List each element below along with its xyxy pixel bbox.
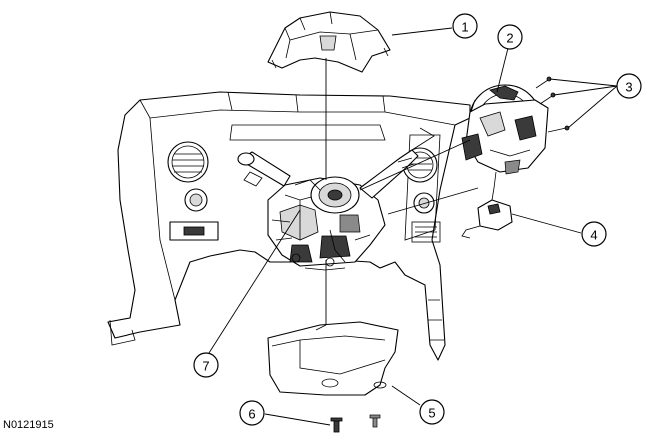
callout-4: 4 (581, 221, 607, 247)
callout-1-label: 1 (461, 20, 468, 35)
callout-5: 5 (419, 399, 445, 425)
headlamp-switch (169, 221, 219, 241)
callout-4-label: 4 (590, 228, 597, 243)
upper-steering-column-shroud (267, 11, 391, 73)
callout-3: 3 (616, 73, 642, 99)
shroud-screw (330, 417, 343, 433)
left-knob (184, 188, 208, 212)
lower-steering-column-shroud (267, 321, 399, 396)
wiper-washer-switch-stalk (359, 127, 435, 199)
leader-lines (208, 27, 618, 426)
electrical-connector (461, 171, 513, 239)
left-air-vent (167, 141, 209, 183)
callout-7: 7 (193, 352, 219, 378)
right-knob (413, 192, 435, 214)
steering-shaft-hub (294, 176, 360, 214)
callout-7-label: 7 (202, 359, 209, 374)
callout-2-label: 2 (506, 31, 513, 46)
callout-5-label: 5 (428, 406, 435, 421)
callout-3-label: 3 (625, 80, 632, 95)
right-switch-panel (411, 221, 441, 243)
figure-id-label: N0121915 (3, 419, 54, 431)
callout-6: 6 (239, 400, 265, 426)
callout-6-label: 6 (248, 407, 255, 422)
module-screws (535, 76, 570, 133)
steering-column-control-module (461, 99, 549, 175)
callout-2: 2 (497, 24, 523, 50)
callout-1: 1 (452, 13, 478, 39)
multifunction-switch-stalk (237, 151, 291, 187)
shroud-screw-2 (369, 414, 381, 428)
